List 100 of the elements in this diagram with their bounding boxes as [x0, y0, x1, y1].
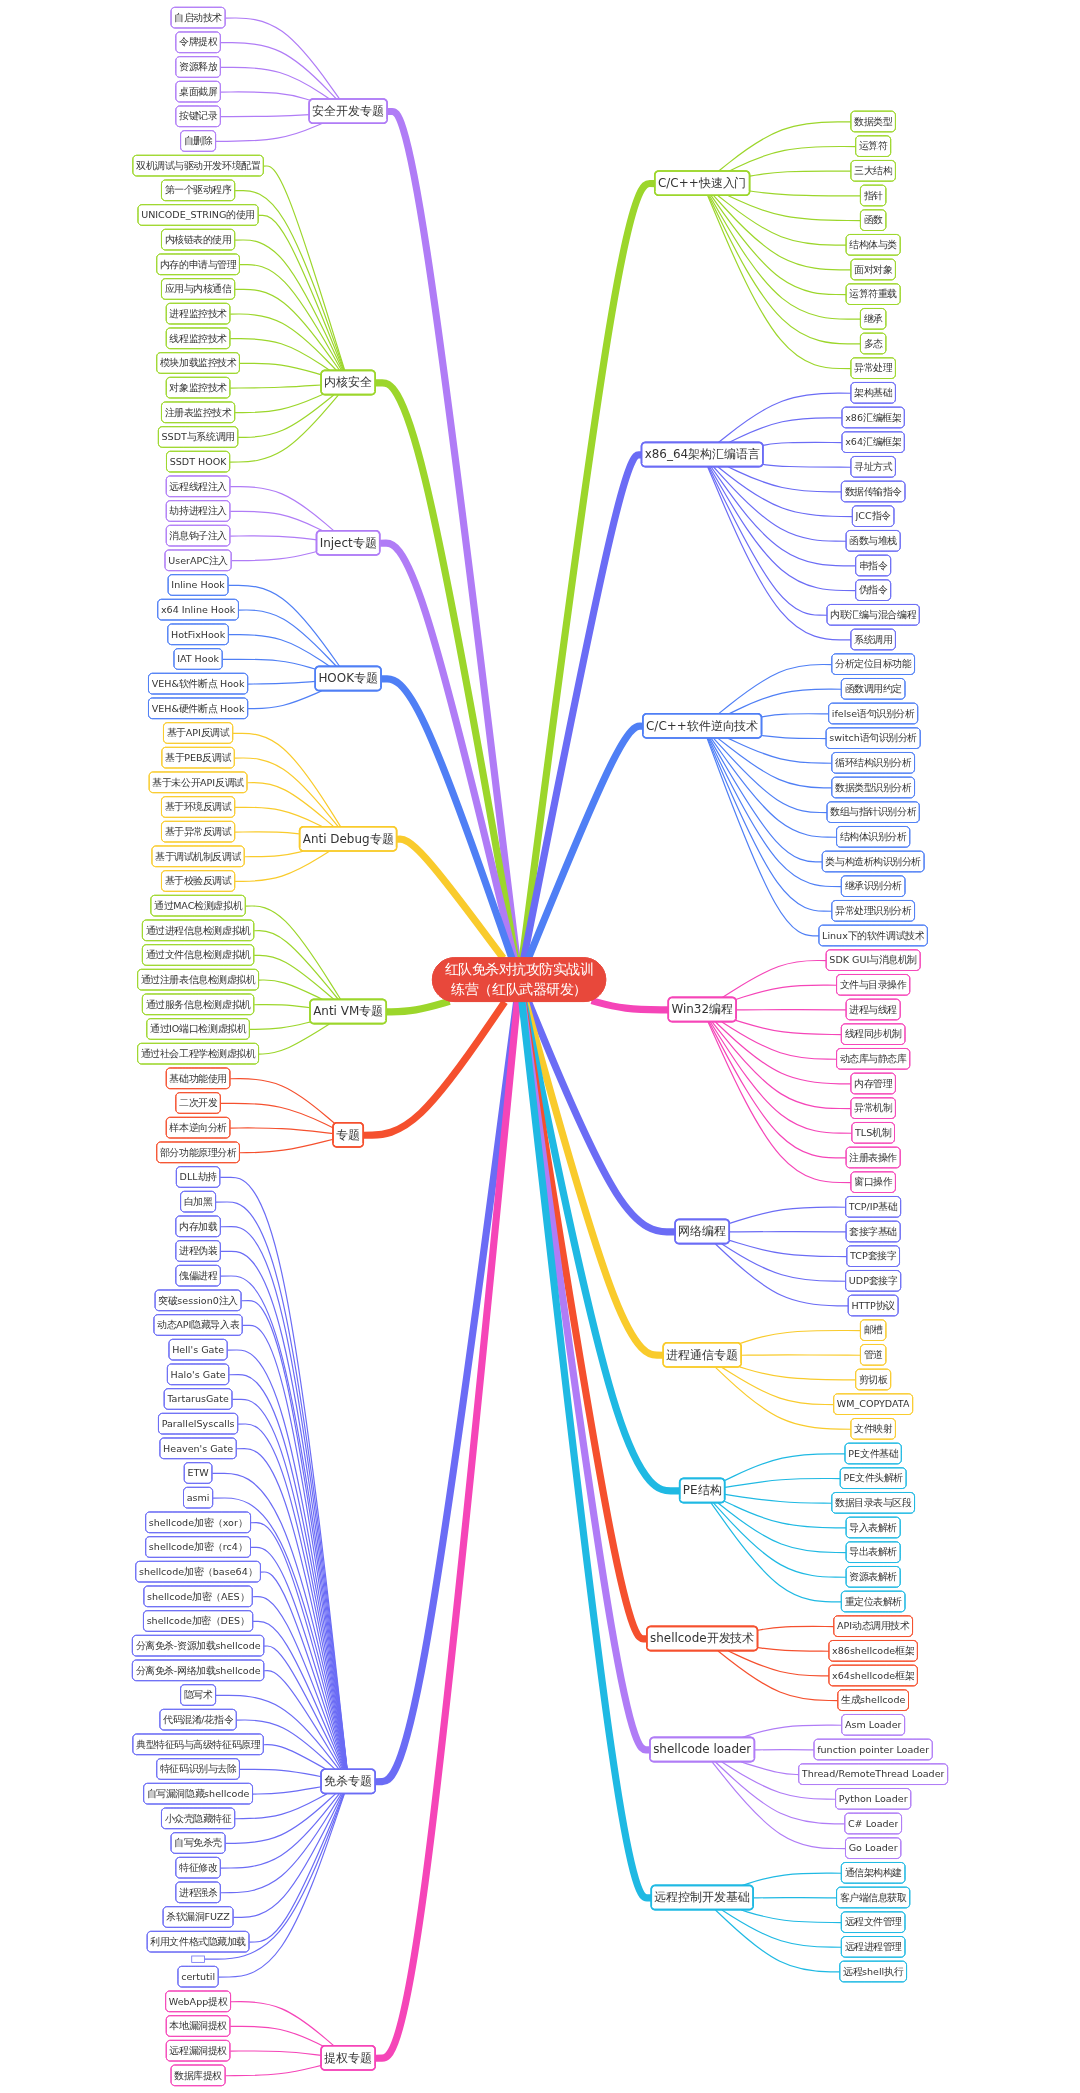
connector	[220, 66, 331, 100]
connector	[707, 737, 833, 912]
connector	[754, 1749, 815, 1751]
connector	[260, 1571, 346, 1771]
connector	[234, 190, 345, 372]
connector	[714, 1021, 852, 1085]
connector	[236, 1719, 337, 1771]
connector	[709, 1021, 853, 1134]
connector	[735, 1019, 843, 1036]
connector	[590, 997, 669, 1014]
connector	[707, 737, 843, 888]
connector	[258, 979, 324, 1001]
connector	[707, 466, 852, 641]
connector	[717, 392, 852, 444]
connector	[717, 663, 833, 715]
connector	[220, 1793, 340, 1869]
connector	[258, 1023, 330, 1055]
connector	[228, 634, 331, 668]
connector	[717, 1502, 848, 1554]
connector	[707, 195, 862, 345]
connector	[234, 288, 341, 372]
connector	[234, 239, 344, 372]
connector	[224, 1793, 337, 1844]
connector	[762, 463, 852, 468]
connector	[220, 42, 338, 100]
connector	[717, 1650, 839, 1702]
connector	[258, 214, 345, 372]
connector	[761, 734, 828, 740]
connector	[710, 195, 848, 296]
connector	[234, 393, 324, 414]
connector	[713, 737, 828, 814]
connector	[220, 1102, 334, 1129]
connector	[253, 954, 335, 1001]
connector	[238, 609, 338, 668]
connector	[234, 757, 340, 828]
connector	[762, 441, 843, 446]
connector	[757, 1647, 830, 1652]
connector	[253, 930, 340, 1001]
connector	[386, 997, 451, 1016]
connector	[520, 451, 643, 959]
connector	[711, 1021, 852, 1110]
connector	[232, 1793, 344, 1918]
connector	[375, 1001, 521, 2062]
connector	[239, 1138, 334, 1154]
connector	[717, 466, 854, 518]
connector	[229, 2025, 325, 2048]
connector	[245, 905, 342, 1001]
connector	[713, 1502, 848, 1578]
connector	[253, 1004, 311, 1009]
connector	[230, 2001, 335, 2047]
connector	[727, 195, 862, 222]
connector	[220, 1793, 342, 1894]
connector	[222, 658, 317, 670]
connector	[735, 984, 838, 1001]
connector	[363, 999, 508, 1139]
connector	[244, 850, 304, 858]
connector	[248, 1793, 345, 1943]
connector	[707, 195, 852, 370]
connector	[721, 1243, 847, 1282]
connector	[263, 1645, 344, 1771]
connector	[239, 264, 343, 372]
connector	[229, 313, 338, 372]
connector	[234, 850, 330, 882]
connector	[249, 1021, 312, 1030]
connector	[234, 1793, 328, 1820]
connector	[708, 1021, 848, 1159]
connector	[713, 195, 852, 271]
connector	[757, 1625, 835, 1631]
connector	[706, 737, 820, 937]
connector	[710, 737, 838, 838]
connector	[721, 1366, 835, 1406]
connector	[247, 690, 323, 710]
connector	[713, 466, 848, 542]
connector	[215, 123, 323, 142]
connector	[710, 466, 857, 567]
connector	[729, 1206, 847, 1224]
connector	[229, 486, 335, 532]
connector	[727, 466, 843, 493]
connector	[227, 584, 341, 668]
connector	[710, 1502, 843, 1603]
connector	[229, 1127, 334, 1135]
connector	[723, 1453, 846, 1482]
connector	[711, 1761, 847, 1850]
connector	[721, 959, 828, 999]
connector	[375, 379, 520, 959]
connector	[729, 1239, 848, 1258]
connector	[738, 1329, 862, 1345]
connector	[724, 1477, 842, 1488]
connector	[232, 732, 342, 828]
connector	[721, 1761, 837, 1800]
connector	[723, 1500, 848, 1529]
connector	[729, 1231, 848, 1233]
connector	[761, 713, 830, 718]
connector	[714, 1909, 841, 1973]
connector	[738, 1366, 857, 1381]
connector	[707, 466, 828, 616]
connector	[749, 170, 852, 177]
connector	[246, 782, 335, 828]
connector	[740, 1761, 800, 1776]
connector	[224, 17, 341, 100]
